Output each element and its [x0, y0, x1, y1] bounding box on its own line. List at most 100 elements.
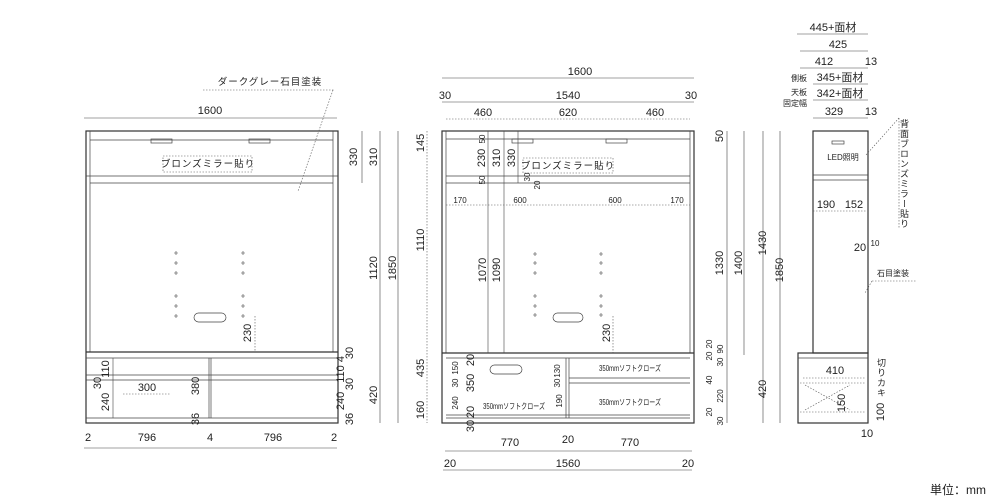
dim-label: 425	[829, 39, 847, 51]
led-light-icon	[605, 138, 628, 144]
dim-label: 30	[523, 172, 532, 181]
dim-label: 20	[854, 242, 866, 254]
mount-holes	[174, 251, 245, 318]
dim-label: 190	[817, 199, 835, 211]
dim-label: 13	[865, 106, 877, 118]
dim-label: 130	[553, 364, 562, 378]
dim-label: 300	[138, 382, 156, 394]
dim-label: 50	[478, 175, 487, 184]
dim-label: 30	[716, 357, 725, 366]
dim-label: 4	[335, 356, 347, 362]
internal-view: ブロンズミラー貼り 1600 30 1540 30 460 620 460 14…	[415, 66, 745, 471]
dim-label: 230	[242, 324, 254, 342]
dim-label: 230	[476, 149, 488, 167]
drawer-label: 350mmソフトクローズ	[483, 401, 545, 411]
dim-label: 20	[465, 406, 477, 418]
dim-label: 1120	[368, 256, 380, 280]
dim-label: 13	[865, 56, 877, 68]
dim-label: 1430	[757, 231, 769, 255]
dim-label: 36	[344, 413, 356, 425]
dim-label: 1600	[568, 66, 592, 78]
dim-label: 230	[601, 324, 613, 342]
dim-label: 36	[190, 413, 202, 425]
dim-label: 435	[415, 359, 427, 377]
dim-label: 30	[685, 90, 697, 102]
dim-label: 10	[871, 239, 880, 248]
unit-label: 単位：mm	[930, 482, 986, 497]
dim-label: 20	[533, 180, 542, 189]
side-panel-label: 側板	[791, 73, 807, 83]
dim-label: 110	[100, 360, 112, 378]
dim-label: 30	[716, 416, 725, 425]
dim-label: 1110	[415, 229, 427, 252]
fixed-width-label: 固定幅	[783, 98, 807, 108]
dim-label: 420	[368, 386, 380, 404]
width-dim: 1600	[198, 105, 222, 117]
mirror-label: ブロンズミラー貼り	[521, 160, 615, 172]
dim-label: 380	[190, 377, 202, 395]
back-mirror-note: 背面ブロンズミラー貼り	[899, 118, 909, 229]
finish-note: 石目塗装	[877, 268, 909, 278]
dim-label: 20	[705, 407, 714, 416]
dim-label: 190	[555, 394, 564, 408]
side-view: LED照明 445+面材 425 412 13 345+面材 342+面材 32…	[757, 20, 916, 440]
dim-label: 1540	[556, 90, 580, 102]
dim-label: 1070	[477, 258, 489, 282]
dim-label: 20	[705, 339, 714, 348]
dim-label: 329	[825, 106, 843, 118]
led-light-icon	[248, 138, 271, 144]
dim-label: 412	[815, 56, 833, 68]
dim-label: 20	[465, 354, 477, 366]
dim-label: 240	[100, 393, 112, 411]
dim-label: 796	[138, 432, 156, 444]
dim-label: 100	[875, 403, 887, 421]
dim-label: 10	[861, 428, 873, 440]
dim-label: 50	[714, 130, 726, 142]
dim-label: 310	[491, 149, 503, 167]
dim-label: 20	[705, 351, 714, 360]
dim-label: 1330	[714, 251, 726, 275]
dim-label: 330	[348, 148, 360, 166]
dim-label: 310	[368, 148, 380, 166]
front-view: ブロンズミラー貼り ダークグレー石目塗装 1600 330 310 1120 1…	[84, 76, 399, 449]
dim-label: 152	[845, 199, 863, 211]
dim-label: 30	[92, 377, 104, 389]
dim-label: 40	[705, 375, 714, 384]
cable-hole-icon	[552, 312, 584, 323]
dim-label: 20	[682, 458, 694, 470]
notch-note: 切りカキ	[876, 358, 886, 398]
dim-label: 160	[415, 401, 427, 419]
dim-label: 600	[608, 196, 622, 205]
drawer-label: 350mmソフトクローズ	[599, 363, 661, 373]
dim-label: 460	[646, 107, 664, 119]
dim-label: 1090	[491, 258, 503, 282]
dim-label: 600	[513, 196, 527, 205]
dim-label: 460	[474, 107, 492, 119]
top-board-label: 天板	[791, 87, 807, 97]
dim-label: 30	[451, 378, 460, 387]
dim-label: 445+面材	[810, 20, 857, 34]
dim-label: 620	[559, 107, 577, 119]
dim-label: 1850	[387, 256, 399, 280]
dim-label: 796	[264, 432, 282, 444]
dim-label: 770	[501, 437, 519, 449]
dim-label: 110	[335, 365, 347, 383]
dim-label: 2	[85, 432, 91, 444]
dim-label: 170	[670, 196, 684, 205]
drawer-label: 350mmソフトクローズ	[599, 397, 661, 407]
finish-note: ダークグレー石目塗装	[218, 76, 323, 88]
dim-label: 330	[506, 149, 518, 167]
mirror-label: ブロンズミラー貼り	[161, 158, 255, 170]
dim-label: 20	[444, 458, 456, 470]
dim-label: 420	[757, 380, 769, 398]
dim-label: 350	[465, 374, 477, 392]
dim-label: 30	[553, 378, 562, 387]
cable-hole-icon	[489, 364, 523, 375]
mount-holes	[533, 252, 603, 317]
led-label: LED照明	[827, 153, 859, 162]
dim-label: 30	[465, 420, 477, 432]
dim-label: 30	[344, 378, 356, 390]
dim-label: 170	[453, 196, 467, 205]
dim-label: 240	[451, 396, 460, 410]
dim-label: 4	[207, 432, 213, 444]
